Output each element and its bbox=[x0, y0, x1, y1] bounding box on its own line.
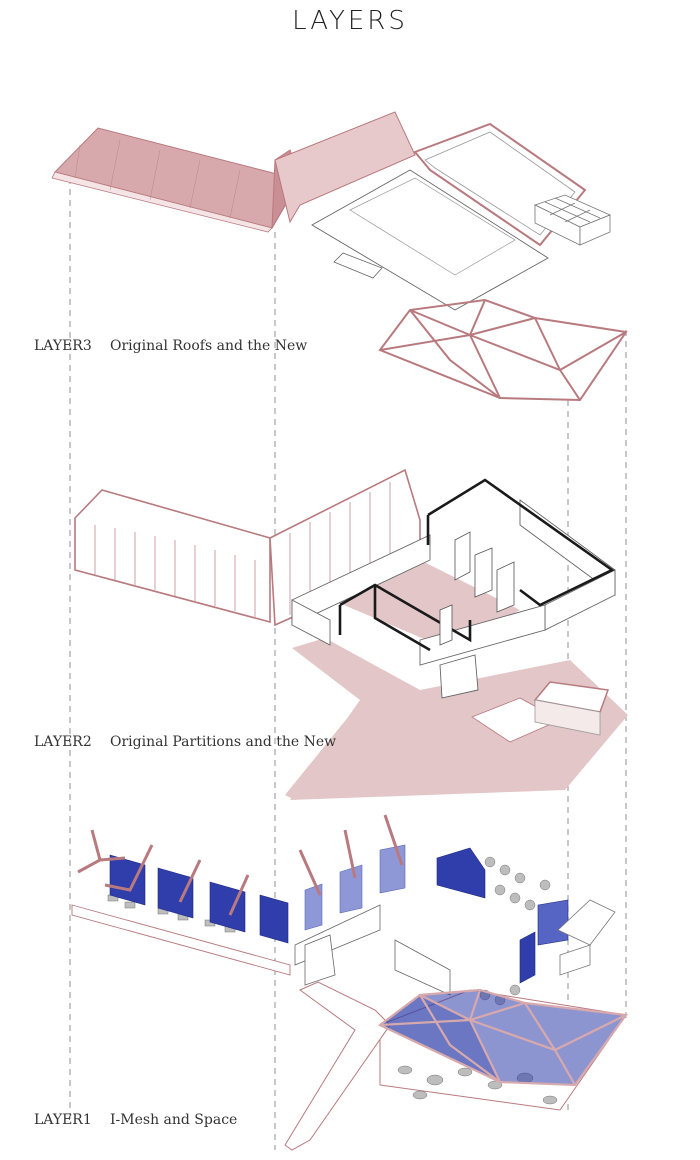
new-partitions bbox=[338, 478, 615, 652]
layer1-mesh-and-space bbox=[71, 814, 628, 1151]
i-mesh-canopy bbox=[377, 988, 628, 1087]
new-small-room bbox=[533, 681, 610, 736]
layer2-label: LAYER2 Original Partitions and the New bbox=[34, 734, 336, 750]
layer3-roofs bbox=[51, 111, 628, 402]
west-elevation-wall bbox=[74, 489, 271, 624]
pitched-roof-west bbox=[54, 127, 301, 229]
partition-panels bbox=[439, 531, 515, 646]
layer3-description: Original Roofs and the New bbox=[110, 338, 308, 354]
pink-pivot-arms bbox=[77, 814, 404, 916]
pitched-roof-east bbox=[274, 111, 416, 224]
layer2-description: Original Partitions and the New bbox=[110, 734, 337, 750]
layer3-label: LAYER3 Original Roofs and the New bbox=[34, 338, 307, 354]
layer1-label: LAYER1 I-Mesh and Space bbox=[34, 1112, 237, 1128]
ground-outline-west bbox=[71, 904, 291, 976]
stair bbox=[557, 899, 616, 976]
roof-eave bbox=[51, 171, 273, 233]
existing-walls bbox=[291, 499, 616, 699]
layer1-description: I-Mesh and Space bbox=[110, 1112, 238, 1128]
layer1-code: LAYER1 bbox=[34, 1112, 92, 1128]
corridor-outline bbox=[284, 981, 391, 1151]
layer2-partitions bbox=[74, 468, 628, 800]
small-roof-piece bbox=[333, 252, 383, 279]
corridor-slab bbox=[285, 642, 410, 800]
glazed-skylight-box bbox=[533, 194, 612, 246]
blue-mesh-panels bbox=[109, 847, 569, 984]
layer2-code: LAYER2 bbox=[34, 734, 92, 750]
new-faceted-roof-frame bbox=[378, 298, 628, 402]
layer3-code: LAYER3 bbox=[34, 338, 92, 354]
page-title: LAYERS bbox=[292, 6, 408, 36]
flat-roof-lantern bbox=[349, 177, 516, 276]
